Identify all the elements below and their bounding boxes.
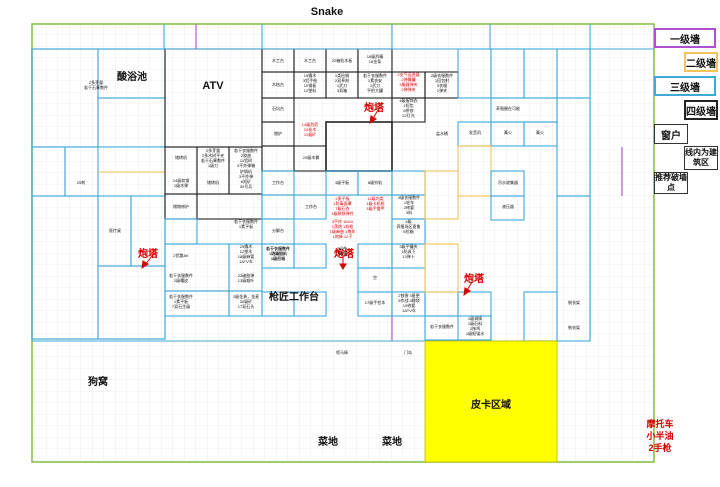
room-note: 若干衣服数件 1素平板 7双石生级 [169,294,193,309]
room-note: 木工台 [272,58,284,63]
red-item-note: 2麦平板 1防毒面罩 7级石衣 1级装修弹件 [331,196,354,216]
area-veg-2: 菜地 [382,437,402,448]
room-note: 2多芽量 2多木树平夹 若干石膏数件 1级刀 [201,148,225,168]
turret-arrows [141,109,473,297]
red-item-note: 14级烈药 10炭木 11烟矿 [301,122,319,137]
room-note: 养殖圈在可能 [496,106,520,111]
area-pickup: 皮卡区域 [471,400,511,411]
red-item-note: 2支气运进器 2弹簧罐 3服器弹夹 2弹弹夹 [397,72,420,92]
room-note: 空 [373,275,377,280]
room-note: 储烤机 [207,180,219,185]
motorcycle-note: 摩托车 小半油 2手枪 [630,418,690,454]
room-note: 发音机 [469,130,481,135]
room-note: 4级服饰衣 1短包 6拼修 22灯光 [399,98,418,118]
room-note: 3级平罐夹 1防具下 13弹卜 [399,244,418,259]
room-note: 若干衣服数件 2胶曲 11铝树 3平炸弹箱 [234,148,258,168]
room-note: 燃炉 [274,131,282,136]
legend-wall-2: 二级墙 [684,52,718,72]
room-note: 篝火 [536,130,544,135]
room-note: 2级金勇，金麦 30级矿 17双石头 [232,294,260,309]
moto-line: 小半油 [646,431,674,441]
red-item-note: 11级内类 1级卡机枪 1级手雷甲 [366,196,385,211]
room-note: 15撬木 3铝手枪 10钢板 12塑料 [302,73,318,93]
room-note: 若干衣服数件 1胶曲夹 1级粒巧 [266,246,290,261]
room-note: 4级衣服数件 1轮车 2修要 3料 [397,195,421,215]
legend-window-label: 窗户 [661,130,681,142]
legend-wall-4-label: 四级墙 [686,106,716,118]
room-note: 6级铃轨 [367,180,383,185]
room-note: 制衣架 [568,300,580,305]
turret-label: 炮塔 [364,103,384,114]
room-note: 1类粒钢 2双草刻 1武刀 3双箱 [334,73,350,93]
room-note: 工作台 [272,180,284,185]
room-note: 2级衣服数件 1回包射 3衣服 1弹夹 [430,73,454,93]
room-note: 3级平板 [334,180,350,185]
room-note: 篝火 [504,130,512,135]
room-note: 制衣架 [568,325,580,330]
red-item-note: 3平炸 1M16 1落炮 1机枪 1级麻曲 1炮炸 1炮棒 12子 [329,219,356,239]
room-note: 木结台 [272,82,284,87]
moto-line: 2手枪 [648,443,672,453]
room-note: 25撬木 12塑木 18级麻管 1ATV车 [237,244,255,264]
room-note: 储烤机 [175,155,187,160]
room-note: 17级手柱本 [364,300,386,305]
area-acid-bath: 酸浴池 [117,72,147,83]
legend-wall-1-label: 一级墙 [670,34,700,46]
legend-breach-label: 推荐破墙点 [655,173,687,192]
legend-wall-1: 一级墙 [654,28,716,48]
room-note: 石坑台 [272,106,284,111]
room-note: 喷马棒 [336,350,348,355]
turret-label: 炮塔 [464,274,484,285]
room-note: 医疗桌 [109,228,121,233]
area-atv: ATV [202,80,224,92]
room-note: 1级调情 1级石料 2拖鸡 1级船锚水 [465,316,485,336]
room-note: 若干衣服数件 1防毒面具 1级打箱 [266,246,290,261]
legend-wall-2-label: 二级墙 [686,58,716,70]
room-note: 22箱粒木板 [331,58,353,63]
turret-label: 炮塔 [334,249,354,260]
room-note: 门岛 [404,350,412,355]
room-note: 若干衣服数件 2级曙皮 [169,273,193,283]
room-note: 盐水桶 [436,131,448,136]
legend-window: 窗户 [654,124,688,144]
room-note: 木工台 [304,58,316,63]
room-note: 23破胶弹 13级顺叶 [237,273,255,283]
room-note: 2谷件 7修要 [336,246,348,256]
room-note: 若干衣服数件 1素衣安 1武刀 平把大罐 [363,73,387,93]
room-note: 2多芽量 若干石膏数件 [84,80,108,90]
building-walls [31,24,654,342]
room-note: 工作台 [305,204,317,209]
map-title: Snake [310,6,344,18]
room-note: 18级烈精 18金条 [366,54,384,64]
room-note: 液压器 [502,204,514,209]
area-doghouse: 狗窝 [88,377,108,388]
area-veg-1: 菜地 [318,437,338,448]
legend-line-note-label: 线内为建筑区 [685,148,717,167]
room-note: 20级木桶 [302,155,320,160]
room-note: 储物修护 [173,204,189,209]
pickup-zone-fill [424,340,558,463]
legend-breach: 推荐破墙点 [654,172,688,194]
room-note: 2铁锹 3星更 5作战 4睡袋 19修要 1ATV车 [398,293,420,313]
room-note: 4级 养殖场区夏鲁 6拉箱 [396,219,421,234]
legend-wall-4: 四级墙 [684,100,718,120]
room-note: 炉锅机 3平炸弹 6短矿 30号兵 [238,169,254,189]
room-note: 24级软钢 1级木果 [172,178,190,188]
legend-wall-3-label: 三级墙 [670,82,700,94]
room-note: 分解台 [272,228,284,233]
turret-label: 炮塔 [138,249,158,260]
legend-wall-3: 三级墙 [654,76,716,96]
legend-line-note: 线内为建筑区 [684,146,718,170]
room-note: 吊水收集器 [498,180,518,185]
room-note: 若干衣服数件 1素平板 [234,219,258,229]
area-gunsmith: 枪匠工作台 [269,292,319,303]
room-note: 若干衣服数件 [430,324,454,329]
moto-line: 摩托车 [646,419,674,429]
room-note: 25刺 [76,180,86,185]
room-note: 2铝散AK [173,253,189,258]
